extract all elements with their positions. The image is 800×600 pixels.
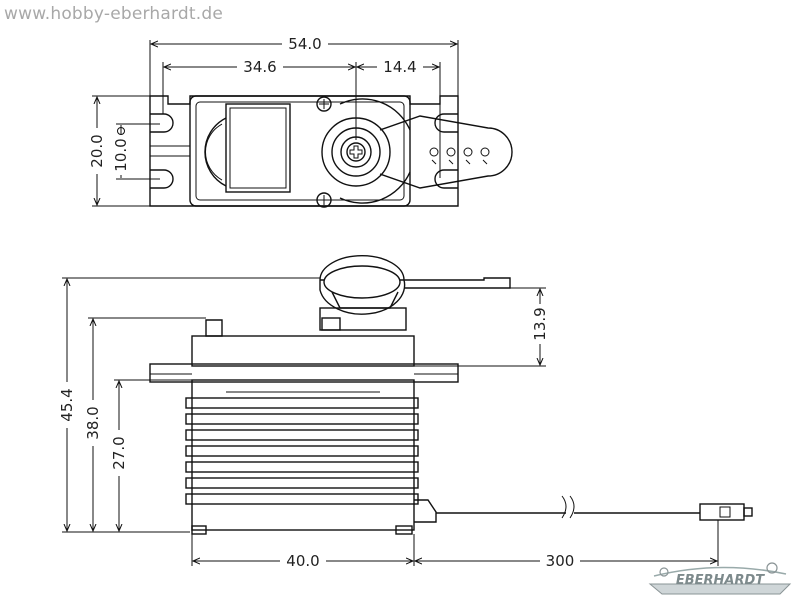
servo-horn-arm — [379, 115, 513, 189]
svg-text:EBERHARDT: EBERHARDT — [676, 573, 765, 588]
left-lower-slot — [150, 169, 174, 189]
dim-side-width: 40.0 — [286, 552, 319, 570]
horn-holes — [429, 147, 490, 165]
watermark-url: www.hobby-eberhardt.de — [4, 4, 224, 24]
dim-top-hole: 10.0 — [112, 138, 130, 171]
side-top-case — [191, 335, 415, 367]
left-upper-slot — [150, 113, 174, 133]
side-horn — [320, 277, 511, 289]
dim-top-horn: 14.4 — [383, 58, 416, 76]
right-lower-slot — [434, 169, 458, 189]
top-case-body — [189, 95, 411, 207]
dim-side-lower: 27.0 — [110, 436, 128, 469]
right-upper-slot — [434, 113, 458, 133]
horn-screw — [346, 142, 366, 162]
top-view: 54.0 34.6 14.4 20.0 10.0 — [86, 35, 513, 208]
dim-side-horn: 13.9 — [531, 307, 549, 340]
dim-side-mount: 38.0 — [84, 406, 102, 439]
cable-connector — [699, 503, 753, 521]
screw-bottom — [316, 192, 332, 208]
side-mount-flange — [149, 363, 459, 383]
label-window — [225, 103, 291, 193]
heat-sink-fins — [185, 391, 419, 505]
dim-top-center: 34.6 — [243, 58, 276, 76]
dim-cable-length: 300 — [546, 552, 575, 570]
dim-top-height: 20.0 — [88, 134, 106, 167]
screw-top — [316, 96, 332, 112]
dim-side-total: 45.4 — [58, 388, 76, 421]
dim-top-width: 54.0 — [288, 35, 321, 53]
side-view: 45.4 38.0 27.0 13.9 40.0 300 — [56, 255, 753, 570]
side-case-body — [191, 379, 415, 531]
eberhardt-logo: EBERHARDT — [648, 562, 792, 595]
cable-exit — [414, 499, 437, 523]
